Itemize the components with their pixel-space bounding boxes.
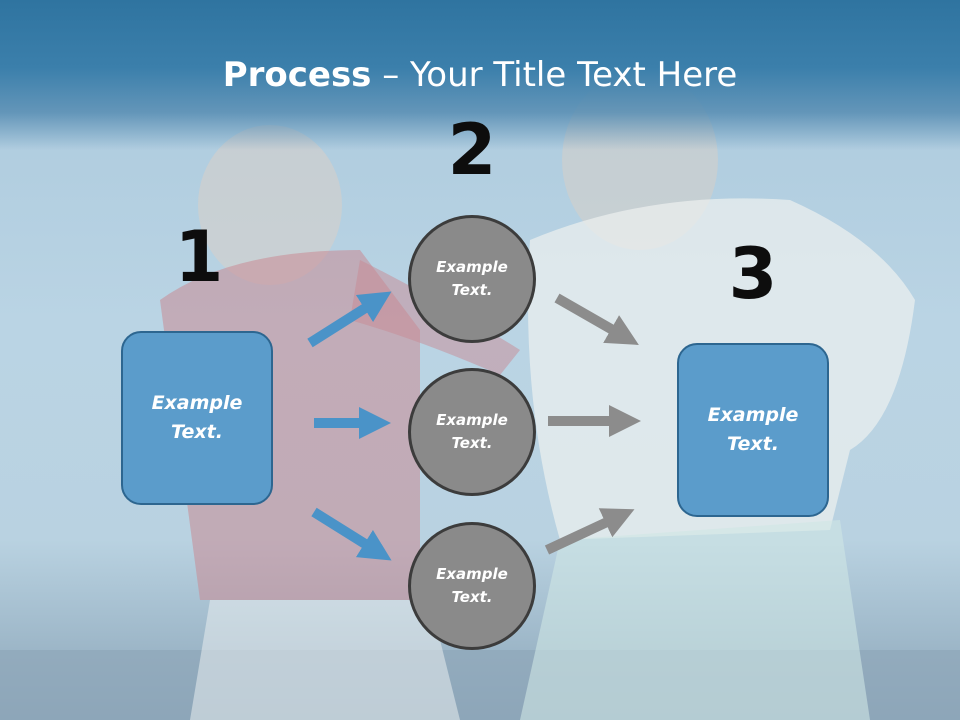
circle-bottom-line1: Example [436,565,508,583]
circle-top-line1: Example [436,258,508,276]
circle-middle-line2: Text. [451,434,493,452]
circle-middle-line1: Example [436,411,508,429]
step-3-box-line1: Example [707,404,799,426]
arrow-to-circle-bottom [311,507,392,561]
step-number-1: 1 [174,216,224,298]
step-number-3: 3 [728,233,778,315]
title-band [0,0,960,150]
step-2-circle-bottom: Example Text. [408,522,536,650]
arrow-from-circle-bottom [544,508,635,555]
title-rest: – Your Title Text Here [371,55,738,95]
slide-title: Process – Your Title Text Here [0,52,960,98]
step-1-box: Example Text. [121,331,273,505]
step-1-box-line2: Text. [171,421,223,443]
step-1-box-line1: Example [151,392,243,414]
title-bold: Process [222,55,372,95]
step-2-circle-top: Example Text. [408,215,536,343]
arrow-from-circle-top [554,293,639,345]
step-number-2: 2 [447,109,497,191]
step-2-circle-middle: Example Text. [408,368,536,496]
circle-bottom-line2: Text. [451,588,493,606]
step-3-box: Example Text. [677,343,829,517]
circle-top-line2: Text. [451,281,493,299]
step-3-box-line2: Text. [727,433,779,455]
arrow-to-circle-top [307,291,392,348]
